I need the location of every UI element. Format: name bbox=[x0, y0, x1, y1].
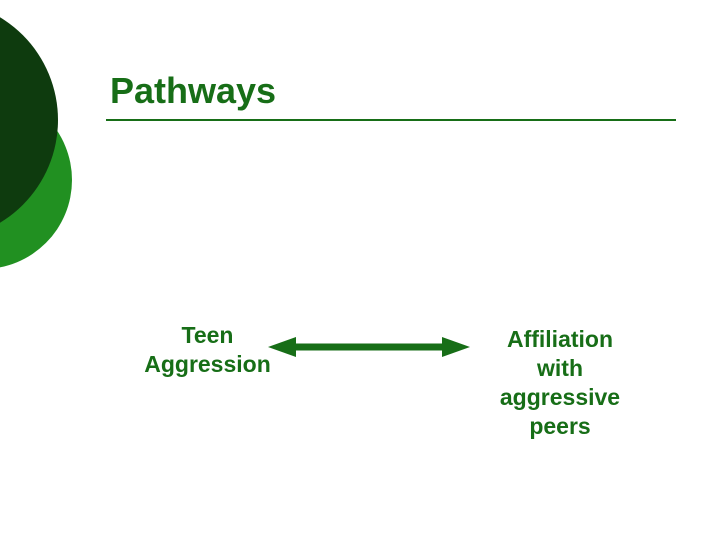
node-line: Teen bbox=[181, 322, 234, 348]
node-line: Affiliation bbox=[506, 326, 614, 352]
node-line: Aggression bbox=[144, 351, 271, 377]
arrow-head-left-icon bbox=[268, 337, 296, 357]
title-underline-divider bbox=[106, 119, 676, 121]
node-line: peers bbox=[529, 413, 591, 439]
arrow-shaft bbox=[290, 343, 448, 351]
node-line: aggressive bbox=[499, 384, 621, 410]
diagram-node-affiliation-peers: Affiliation with aggressive peers bbox=[490, 325, 630, 441]
node-line: with bbox=[537, 355, 583, 381]
page-title: Pathways bbox=[110, 70, 277, 111]
arrow-head-right-icon bbox=[442, 337, 470, 357]
double-headed-arrow bbox=[268, 337, 470, 357]
diagram-node-teen-aggression: Teen Aggression bbox=[120, 321, 295, 379]
